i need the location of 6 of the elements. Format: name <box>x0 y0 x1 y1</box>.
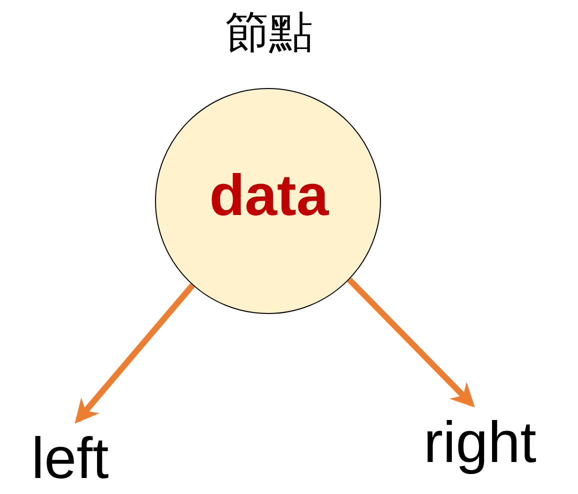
node-heading: 節點 <box>224 7 314 59</box>
node-label: left <box>18 428 122 490</box>
node-label: right <box>406 412 554 474</box>
node-label: data <box>208 162 330 230</box>
arrow <box>347 277 475 408</box>
arrow <box>74 283 195 424</box>
